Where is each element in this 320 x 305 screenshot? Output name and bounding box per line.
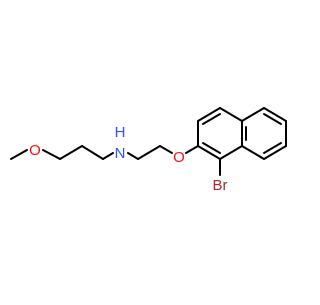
amine-hydrogen-label: H: [115, 124, 126, 141]
bond-methyl-o: [10, 149, 28, 160]
bond-ring-c5-c6-inner: [263, 113, 282, 125]
atom-labels: O N H O Br: [29, 124, 227, 194]
bond-ring-c5-c6: [263, 107, 287, 122]
bond-ring-c7-c8: [263, 145, 287, 160]
bond-ring-c8a-c1: [219, 145, 243, 160]
bond-o-c2ring: [185, 145, 199, 154]
bond-ring-c8-c8a: [241, 145, 265, 160]
bond-ring-c1-c2-inner: [202, 142, 221, 154]
bond-c5-o: [159, 145, 173, 154]
bond-o-c1: [42, 149, 61, 160]
bromine-label: Br: [213, 177, 228, 194]
bond-ring-c4a-c5: [241, 107, 265, 122]
ether-oxygen-label: O: [173, 149, 185, 166]
bond-ring-c1-c2: [197, 145, 221, 160]
amine-nitrogen-label: N: [115, 145, 126, 162]
bond-n-c4: [127, 152, 139, 160]
molecule-diagram: O N H O Br: [10, 107, 287, 194]
bond-c3-n: [102, 152, 114, 160]
bond-c1-c2: [59, 145, 83, 160]
methoxy-oxygen-label: O: [29, 142, 41, 159]
bond-ring-c3-c4-inner: [202, 113, 221, 125]
structure-canvas: O N H O Br: [10, 107, 287, 194]
bond-ring-c7-c8-inner: [263, 142, 282, 154]
bond-c4-c5: [137, 145, 161, 160]
bond-ring-c4-c4a: [219, 107, 243, 122]
bond-ring-c3-c4: [197, 107, 221, 122]
bonds: [10, 107, 287, 176]
bond-c2-c3: [81, 145, 104, 160]
